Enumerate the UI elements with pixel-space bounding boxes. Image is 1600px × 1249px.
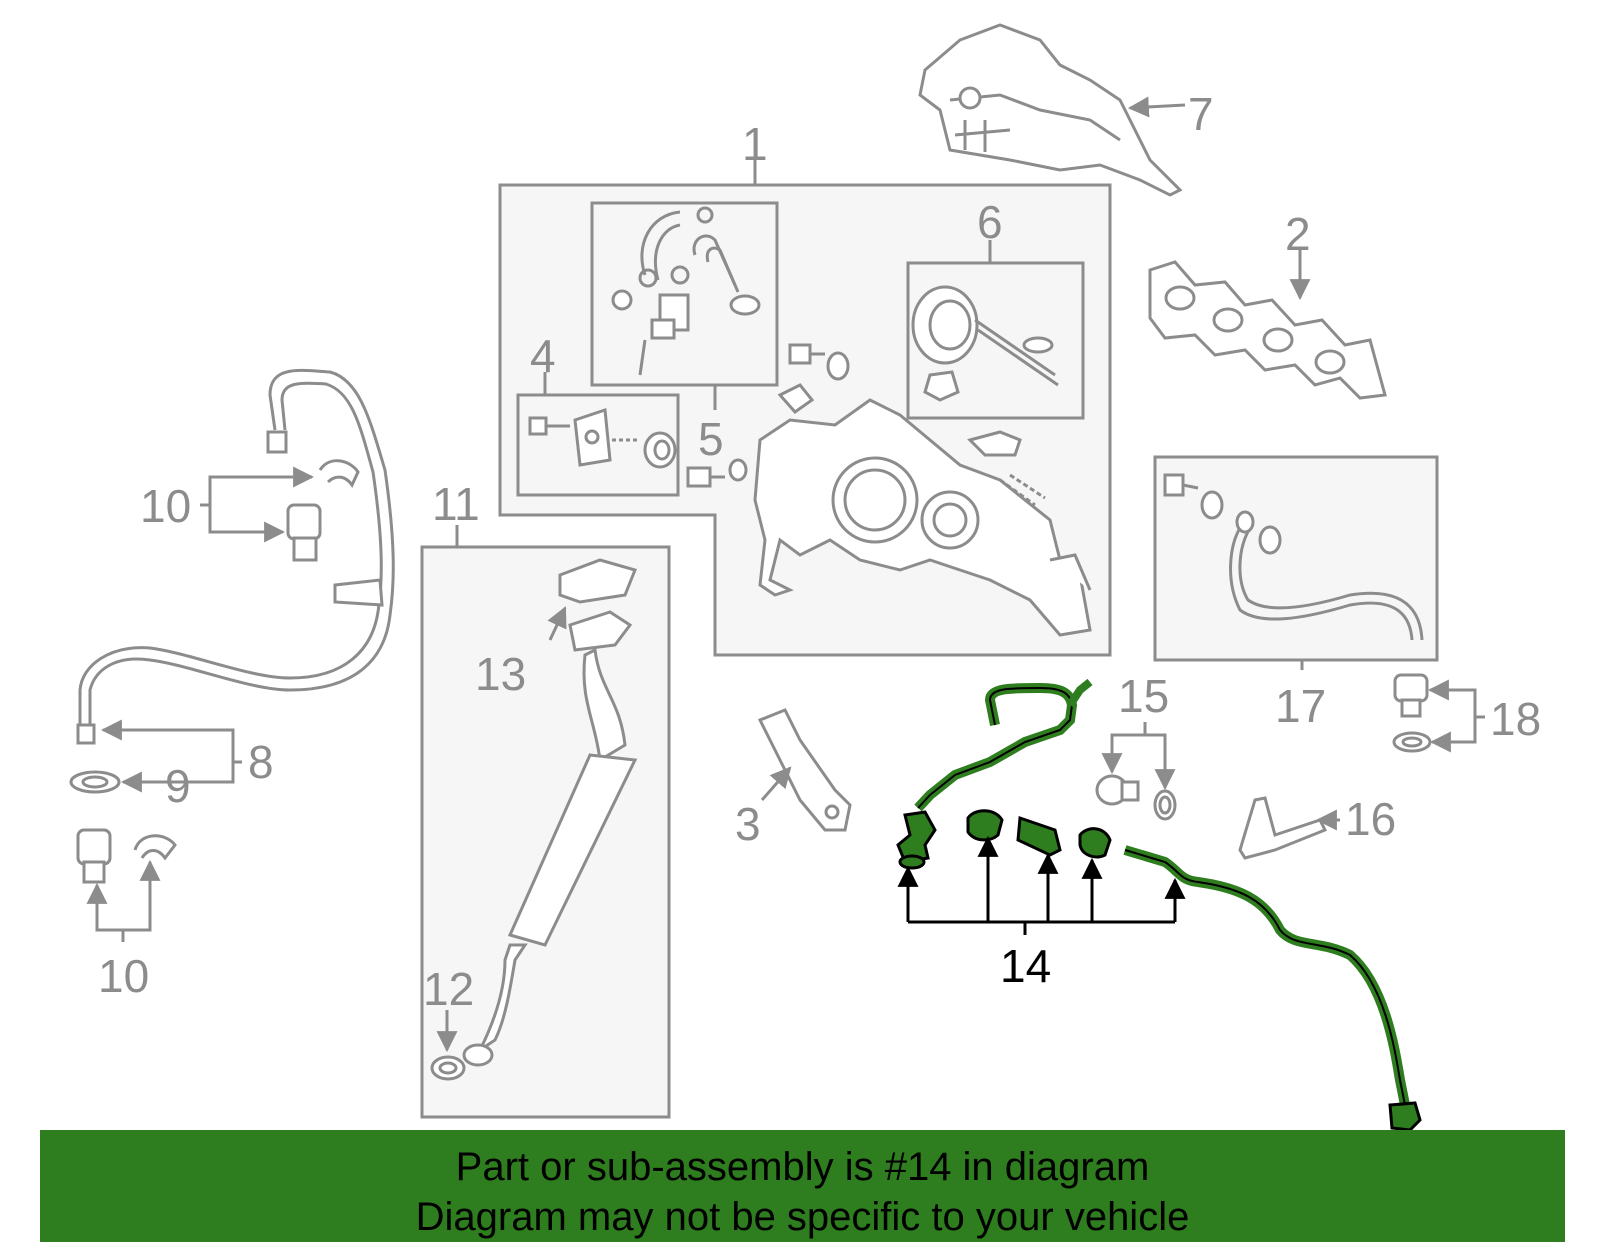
part-14-end-fitting (1388, 1101, 1422, 1132)
part-14-upper-line (914, 682, 1078, 812)
callout-13: 13 (475, 648, 526, 700)
callout-18: 18 (1490, 693, 1541, 745)
washer-9 (69, 770, 121, 794)
oil-feed-line-part (76, 368, 395, 745)
turbocharger-body (753, 383, 1092, 637)
callout-9: 9 (165, 760, 191, 812)
banner-line-1: Part or sub-assembly is #14 in diagram (455, 1145, 1150, 1189)
part-14-lower-line (1123, 845, 1410, 1106)
vacuum-hose-assembly (611, 206, 761, 376)
actuator-flange-parts (528, 407, 677, 469)
callout-7: 7 (1188, 88, 1214, 140)
bracket-16 (1238, 796, 1328, 860)
oil-return-pipe-part (430, 558, 638, 1081)
fittings-10-top (286, 459, 360, 562)
info-banner: Part or sub-assembly is #14 in diagram D… (40, 1130, 1565, 1242)
wastegate-actuator-parts (911, 285, 1059, 402)
highlighted-part-14 (896, 678, 1422, 1132)
group-box-11 (420, 545, 671, 1119)
callout-5: 5 (698, 413, 724, 465)
callout-8: 8 (248, 736, 274, 788)
fittings-18 (1392, 673, 1432, 753)
fittings-10-bottom (76, 828, 177, 884)
turbo-fasteners (686, 343, 1022, 488)
callout-10-top: 10 (140, 480, 191, 532)
callout-17: 17 (1275, 680, 1326, 732)
callout-15: 15 (1118, 670, 1169, 722)
callout-3: 3 (735, 798, 761, 850)
manifold-gasket-part (1148, 260, 1387, 400)
callout-6: 6 (977, 196, 1003, 248)
callout-11: 11 (432, 478, 480, 530)
heat-shield-part (918, 23, 1183, 197)
part-14-hose (1016, 815, 1062, 857)
support-bracket-part (757, 708, 852, 832)
callout-numbers: 1 2 3 4 5 6 7 8 9 10 10 11 12 13 15 16 1… (98, 88, 1541, 1015)
leader-14 (897, 835, 1186, 935)
callout-4: 4 (530, 330, 556, 382)
callout-12: 12 (423, 963, 474, 1015)
callout-10-bottom: 10 (98, 950, 149, 1002)
coolant-line-part (1163, 473, 1424, 641)
part-14-flange (896, 810, 937, 864)
callout-16: 16 (1345, 793, 1396, 845)
leader-lines (86, 96, 1485, 1053)
callout-1: 1 (742, 118, 768, 170)
group-box-17 (1153, 455, 1439, 662)
callout-2: 2 (1285, 208, 1311, 260)
callout-14: 14 (1000, 940, 1051, 992)
part-14-clamp-1 (966, 809, 1004, 842)
info-banner-bg (40, 1130, 1565, 1242)
fittings-15 (1095, 774, 1177, 821)
banner-line-2: Diagram may not be specific to your vehi… (415, 1195, 1190, 1239)
part-14-clamp-2 (1078, 827, 1112, 859)
